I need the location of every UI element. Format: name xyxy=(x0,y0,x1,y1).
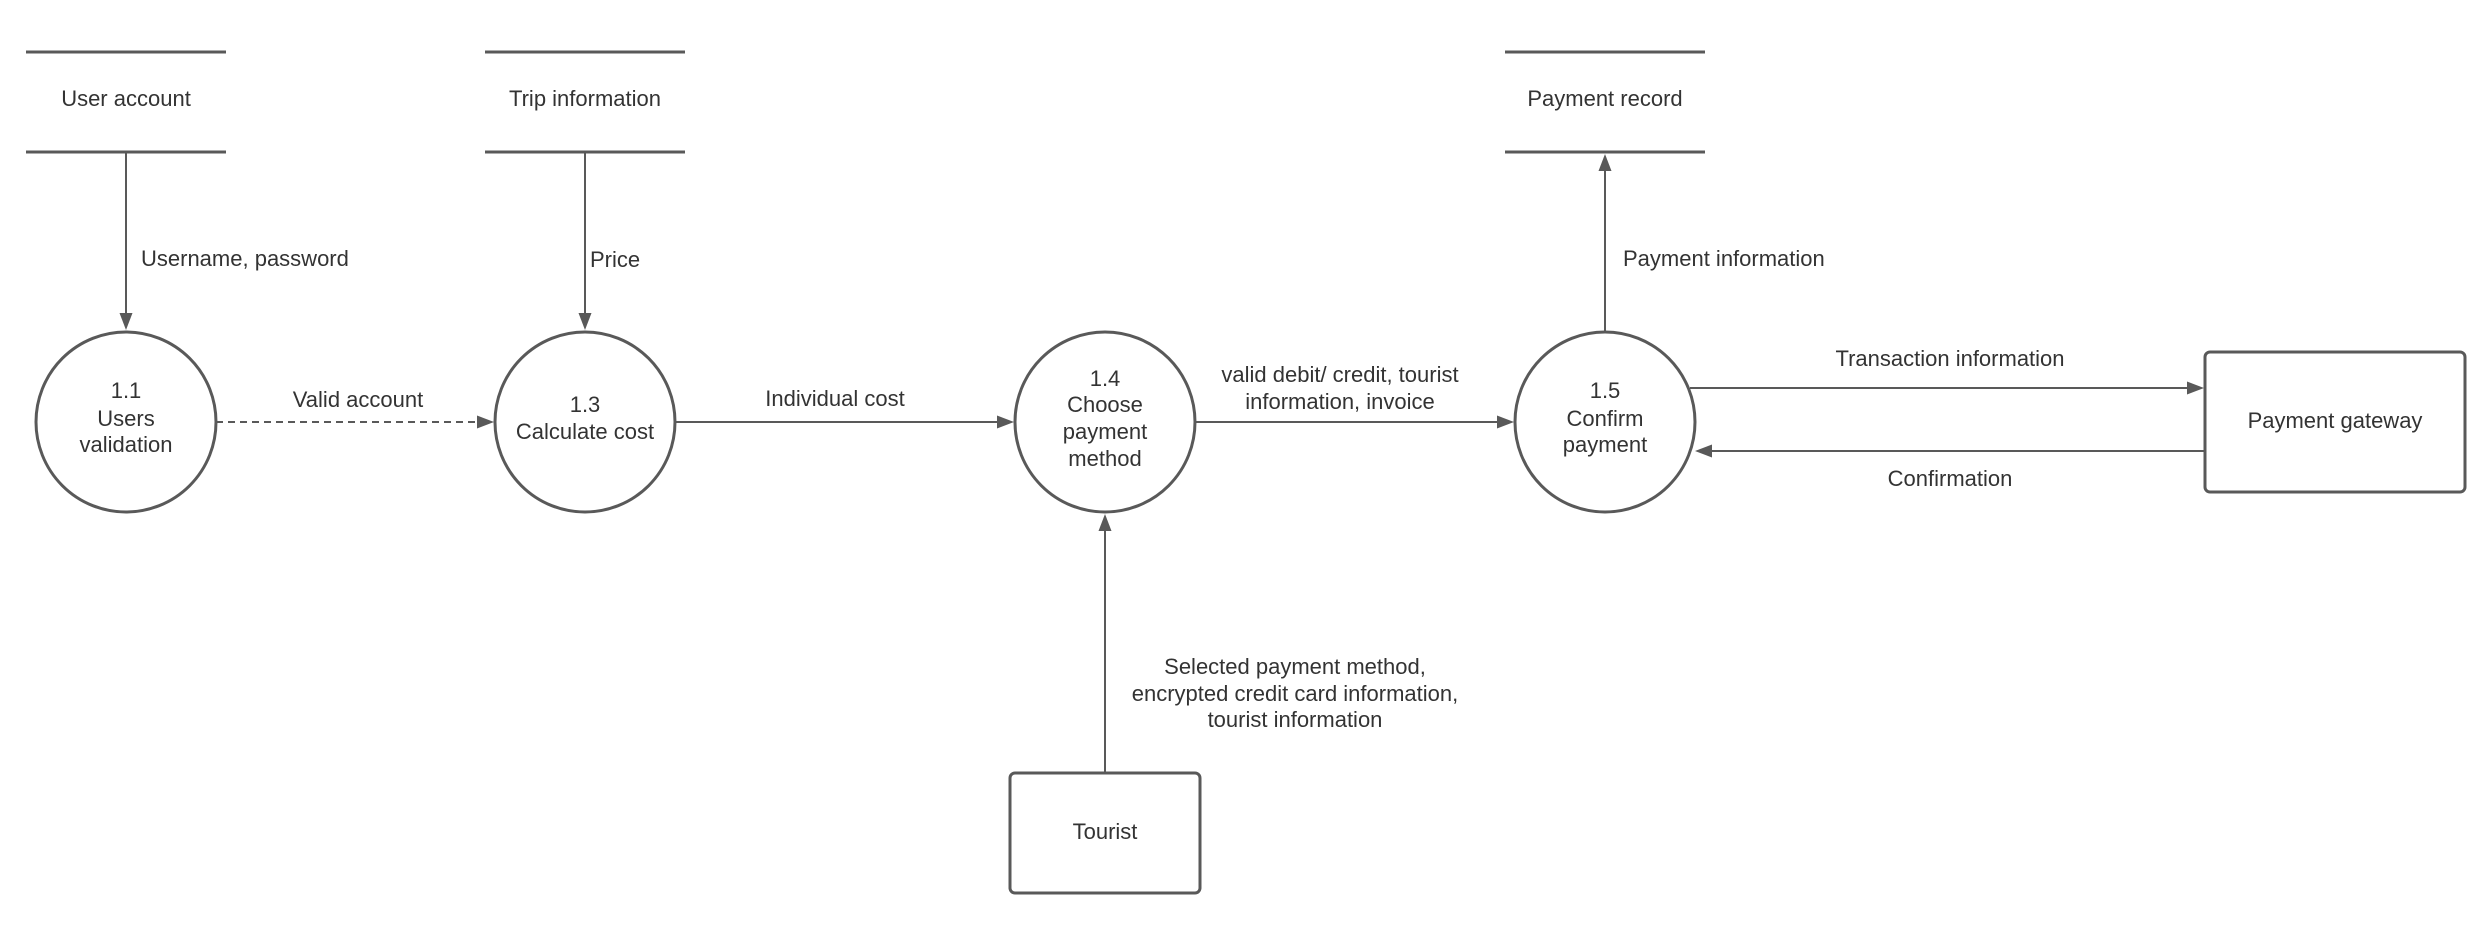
data-store-trip-information[interactable]: Trip information xyxy=(485,50,685,154)
entity-tourist[interactable]: Tourist xyxy=(1008,771,1202,895)
flow-valid-account-label: Valid account xyxy=(293,387,423,412)
process-1-1-line1: Users xyxy=(97,406,154,431)
process-1-5-confirm-payment[interactable]: 1.5 Confirm payment xyxy=(1513,330,1697,514)
flow-confirmation[interactable] xyxy=(1695,444,2205,458)
flow-selected-payment-method[interactable] xyxy=(1098,514,1112,772)
flow-price[interactable] xyxy=(578,152,592,330)
data-store-payment-record-label: Payment record xyxy=(1527,86,1682,111)
entity-payment-gateway-label: Payment gateway xyxy=(2248,408,2423,433)
data-store-user-account-label: User account xyxy=(61,86,191,111)
data-store-user-account[interactable]: User account xyxy=(26,50,226,154)
flow-payment-information[interactable] xyxy=(1598,154,1612,332)
flow-selected-label-line2: encrypted credit card information, xyxy=(1132,681,1459,706)
data-store-payment-record[interactable]: Payment record xyxy=(1505,50,1705,154)
process-1-4-line3: method xyxy=(1068,446,1141,471)
process-1-4-number: 1.4 xyxy=(1090,366,1121,391)
process-1-5-number: 1.5 xyxy=(1590,378,1621,403)
flow-valid-debit-label-line2: information, invoice xyxy=(1245,389,1435,414)
flow-payment-information-label: Payment information xyxy=(1623,246,1825,271)
entity-payment-gateway[interactable]: Payment gateway xyxy=(2203,350,2467,494)
flow-individual-cost-label: Individual cost xyxy=(765,386,904,411)
process-1-1-users-validation[interactable]: 1.1 Users validation xyxy=(34,330,218,514)
flow-valid-account[interactable] xyxy=(216,415,494,429)
flow-username-password-label: Username, password xyxy=(141,246,349,271)
process-1-3-line1: Calculate cost xyxy=(516,419,654,444)
flow-transaction-information[interactable] xyxy=(1690,381,2204,395)
flow-transaction-information-label: Transaction information xyxy=(1835,346,2064,371)
process-1-4-line1: Choose xyxy=(1067,392,1143,417)
flow-selected-label-line3: tourist information xyxy=(1208,707,1383,732)
flow-individual-cost[interactable] xyxy=(675,415,1014,429)
process-1-3-calculate-cost[interactable]: 1.3 Calculate cost xyxy=(493,330,677,514)
flow-confirmation-label: Confirmation xyxy=(1888,466,2013,491)
process-1-3-number: 1.3 xyxy=(570,392,601,417)
flow-selected-label-line1: Selected payment method, xyxy=(1164,654,1426,679)
process-1-4-line2: payment xyxy=(1063,419,1147,444)
data-store-trip-information-label: Trip information xyxy=(509,86,661,111)
flow-valid-debit-credit[interactable] xyxy=(1194,415,1514,429)
process-1-4-choose-payment-method[interactable]: 1.4 Choose payment method xyxy=(1013,330,1197,514)
entity-tourist-label: Tourist xyxy=(1073,819,1138,844)
flow-valid-debit-label-line1: valid debit/ credit, tourist xyxy=(1221,362,1458,387)
process-1-5-line2: payment xyxy=(1563,432,1647,457)
process-1-5-line1: Confirm xyxy=(1566,406,1643,431)
flow-username-password[interactable] xyxy=(119,152,133,330)
flow-price-label: Price xyxy=(590,247,640,272)
process-1-1-number: 1.1 xyxy=(111,378,142,403)
process-1-1-line2: validation xyxy=(80,432,173,457)
